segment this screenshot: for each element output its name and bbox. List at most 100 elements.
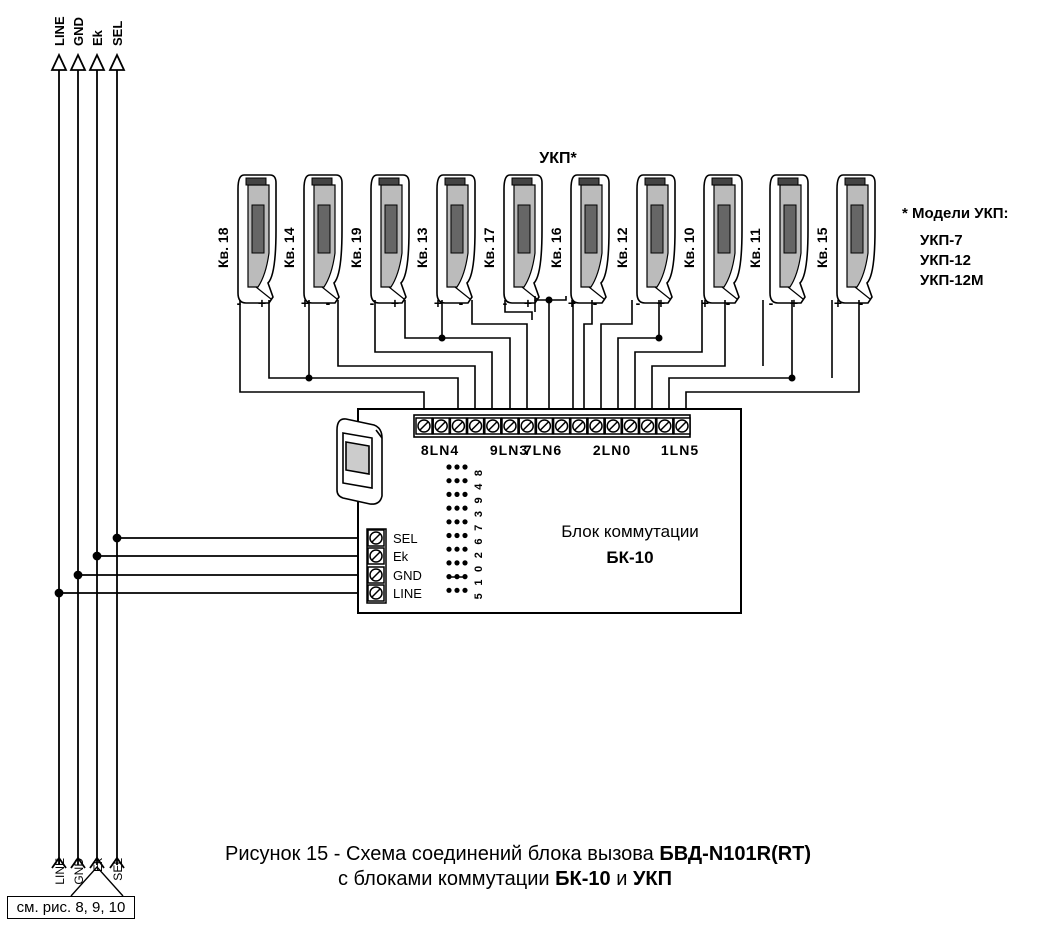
terminal-group-label: 2LN0 (593, 442, 631, 458)
handset-icon (570, 174, 610, 304)
jumper-pin (454, 587, 460, 593)
handset-icon (436, 174, 476, 304)
top-bus-label: SEL (110, 21, 125, 46)
jumper-digit: 8 (473, 470, 485, 476)
apartment-label: Кв. 11 (747, 228, 763, 268)
apartment-label: Кв. 13 (414, 227, 430, 268)
jumper-pin (462, 532, 468, 539)
handset-wiring (239, 296, 860, 414)
polarity-right: - (859, 295, 864, 311)
ref-connector (70, 865, 124, 897)
terminal-screw-icon (604, 417, 622, 435)
polarity-right: - (459, 295, 464, 311)
jumper-pin (462, 464, 468, 470)
apartment-label: Кв. 10 (681, 227, 697, 268)
terminal-screw-icon (501, 417, 519, 435)
jumper-pin (446, 532, 452, 539)
handset: Кв. 17-+ (481, 174, 543, 311)
block-model: БК-10 (606, 548, 653, 567)
jumper-digit: 5 (473, 593, 485, 599)
handset-group: Кв. 18-+Кв. 14+-Кв. 19-+Кв. 13+-Кв. 17-+… (215, 174, 876, 311)
handset: Кв. 10+- (681, 174, 743, 311)
jumper-pin (454, 464, 460, 470)
top-bus-label: GND (71, 17, 86, 46)
apartment-label: Кв. 17 (481, 227, 497, 268)
jumper-pin (454, 560, 460, 566)
handset-icon (836, 174, 876, 304)
jumper-pin (462, 587, 468, 593)
polarity-right: + (258, 295, 266, 311)
polarity-right: + (391, 295, 399, 311)
jumper-pin (446, 546, 452, 552)
ukp-title: УКП* (539, 150, 577, 167)
polarity-right: + (524, 295, 532, 311)
jumper-pin (446, 587, 452, 593)
handset-icon (237, 174, 277, 304)
polarity-left: + (568, 295, 576, 311)
jumper-pin (454, 478, 460, 484)
models-title: * Модели УКП: (902, 205, 1009, 222)
handset: Кв. 15+- (814, 174, 876, 311)
caption-line2-mid: и (610, 868, 633, 890)
side-screw-icon (367, 584, 385, 602)
jumper-pin (462, 491, 468, 497)
terminal-group-label: 1LN5 (661, 442, 699, 458)
caption-line2-bold2: УКП (632, 868, 672, 890)
terminal-screw-icon (656, 417, 674, 435)
side-terminal-label: Ek (393, 549, 409, 564)
jumper-pin (462, 519, 468, 525)
terminal-screw-icon (570, 417, 588, 435)
jumper-digit: 0 (473, 566, 485, 572)
bus-connections (54, 533, 367, 598)
handset-icon (769, 174, 809, 304)
side-screw-icon (367, 529, 385, 547)
handset-icon (370, 174, 410, 304)
handset-icon (703, 174, 743, 304)
jumper-digit: 6 (473, 538, 485, 544)
terminal-screw-icon (449, 417, 468, 435)
terminal-screw-icon (518, 417, 536, 435)
top-terminal-screws (415, 417, 691, 435)
bus-wires (50, 52, 126, 869)
terminal-screw-icon (638, 417, 657, 435)
handset-icon (303, 174, 343, 304)
terminal-screw-icon (484, 417, 502, 435)
jumper-digit: 7 (473, 525, 485, 531)
handset: Кв. 16+- (548, 174, 610, 311)
terminal-group-label: 8LN4 (421, 442, 459, 458)
bottom-bus-label: Ek (91, 857, 105, 872)
apartment-label: Кв. 16 (548, 227, 564, 268)
polarity-left: - (370, 295, 375, 311)
jumper-pin (462, 505, 468, 511)
jumper-pin (462, 546, 468, 552)
jumper-pin (462, 478, 468, 484)
jumper-grid (446, 464, 468, 593)
jumper-digit: 3 (473, 511, 485, 517)
top-bus-label: LINE (52, 16, 67, 46)
caption-line-2: с блоками коммутации БК-10 и УКП (225, 867, 785, 892)
polarity-left: - (237, 295, 242, 311)
handset: Кв. 12-+ (614, 174, 676, 311)
reference-box: см. рис. 8, 9, 10 (7, 896, 135, 919)
call-panel-icon (336, 418, 383, 505)
side-terminal-label: GND (393, 568, 422, 583)
handset-icon (636, 174, 676, 304)
polarity-left: + (434, 295, 442, 311)
jumper-pin (446, 519, 452, 525)
model-item: УКП-12М (920, 272, 983, 289)
side-terminal-label: LINE (393, 586, 422, 601)
terminal-screw-icon (621, 417, 640, 435)
jumper-pin (454, 546, 460, 552)
caption-line2-prefix: с блоками коммутации (338, 868, 556, 890)
handset: Кв. 14+- (281, 174, 343, 311)
terminal-screw-icon (432, 417, 450, 435)
block-bk10 (357, 408, 742, 614)
apartment-label: Кв. 18 (215, 227, 231, 268)
model-item: УКП-7 (920, 232, 963, 249)
polarity-right: + (790, 295, 798, 311)
block-name: Блок коммутации (561, 522, 699, 541)
terminal-screw-icon (535, 417, 554, 435)
